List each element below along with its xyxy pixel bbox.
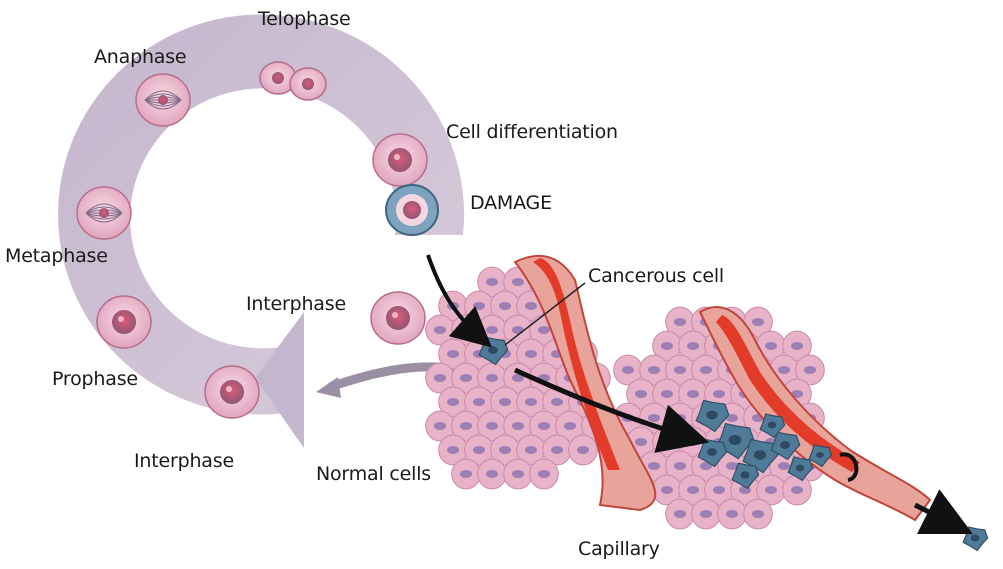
normal-cell xyxy=(530,459,559,489)
label-cell-differentiation: Cell differentiation xyxy=(446,121,618,143)
differentiated-cell xyxy=(373,134,427,186)
interphase-cell-upper xyxy=(371,292,425,344)
label-interphase-upper: Interphase xyxy=(246,293,346,315)
damaged-cell xyxy=(386,185,438,235)
label-capillary: Capillary xyxy=(578,538,660,560)
metaphase-cell xyxy=(77,187,131,239)
normal-cell xyxy=(478,459,507,489)
label-anaphase: Anaphase xyxy=(94,46,186,68)
metastasis-arrow xyxy=(915,505,955,525)
label-normal-cells: Normal cells xyxy=(316,463,431,485)
label-telophase: Telophase xyxy=(258,8,351,30)
label-cancerous-cell: Cancerous cell xyxy=(588,265,724,287)
normal-cell xyxy=(718,499,747,529)
anaphase-cell xyxy=(136,74,190,126)
label-metaphase: Metaphase xyxy=(5,245,108,267)
normal-cell xyxy=(783,475,812,505)
label-interphase-lower: Interphase xyxy=(134,450,234,472)
normal-cell xyxy=(504,459,533,489)
prophase-cell xyxy=(97,296,151,348)
normal-cell xyxy=(666,499,695,529)
label-damage: DAMAGE xyxy=(470,192,552,214)
ring-arrowhead xyxy=(255,312,304,448)
normal-cell xyxy=(692,499,721,529)
normal-cell xyxy=(569,435,598,465)
interphase-cell-lower xyxy=(205,366,259,418)
normal-cell xyxy=(744,499,773,529)
cancer-cell xyxy=(963,527,987,550)
label-prophase: Prophase xyxy=(52,368,138,390)
normal-cell xyxy=(452,459,481,489)
return-arrow-head xyxy=(316,377,341,398)
